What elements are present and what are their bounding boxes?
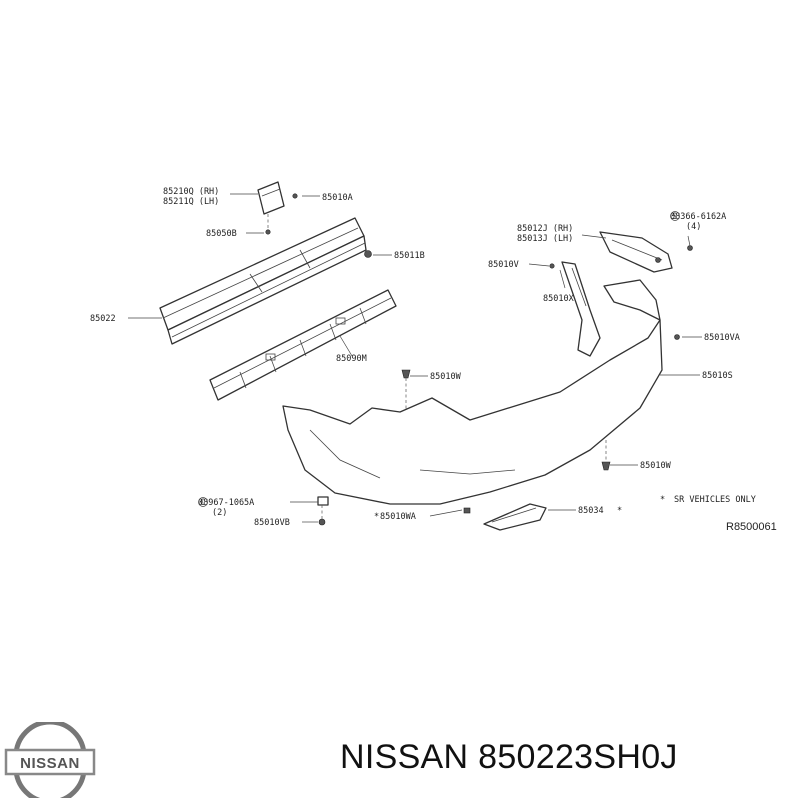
label-08967-qty: (2)	[212, 508, 227, 518]
lower-fasteners	[317, 369, 611, 531]
label-85010w-low: 85010W	[640, 461, 672, 471]
part-number: 850223SH0J	[478, 738, 678, 776]
label-85010wa: 85010WA	[380, 512, 416, 522]
asterisk-note: *	[660, 495, 665, 505]
callout-labels: 85210Q (RH) 85211Q (LH) 85010A 85050B 85…	[90, 187, 756, 528]
label-85010w-top: 85010W	[430, 372, 462, 382]
asterisk-85034: *	[617, 506, 622, 516]
bumper-fascia	[282, 261, 663, 505]
reinforcement-beam	[159, 217, 367, 345]
note-sr-vehicles: SR VEHICLES ONLY	[674, 495, 756, 505]
center-bracket	[257, 181, 372, 258]
make-name: NISSAN	[340, 738, 469, 776]
label-85210q: 85210Q (RH)	[163, 187, 219, 197]
callout-markers: S C * * *	[198, 211, 680, 522]
label-85010va: 85010VA	[704, 333, 740, 343]
svg-text:S: S	[672, 212, 677, 222]
label-85012j: 85012J (RH)	[517, 224, 573, 234]
label-85022: 85022	[90, 314, 116, 324]
label-08366-qty: (4)	[686, 222, 701, 232]
label-85034: 85034	[578, 506, 604, 516]
energy-absorber	[209, 289, 397, 401]
label-85010v: 85010V	[488, 260, 519, 270]
label-85010a: 85010A	[322, 193, 353, 203]
asterisk-85010wa: *	[374, 512, 379, 522]
label-85010vb: 85010VB	[254, 518, 290, 528]
label-08366: 08366-6162A	[670, 212, 726, 222]
label-85211q: 85211Q (LH)	[163, 197, 219, 207]
label-85050b: 85050B	[206, 229, 237, 239]
label-85013j: 85013J (LH)	[517, 234, 573, 244]
reference-code: R8500061	[726, 521, 777, 533]
bolt-marker-s	[670, 211, 680, 221]
nissan-logo-text: NISSAN	[20, 755, 80, 772]
label-85010s: 85010S	[702, 371, 733, 381]
svg-text:C: C	[200, 498, 205, 508]
nissan-logo: NISSAN	[4, 722, 96, 798]
label-08967: 08967-1065A	[198, 498, 254, 508]
leader-lines	[128, 193, 702, 523]
part-title: NISSAN 850223SH0J	[340, 738, 678, 777]
side-bracket	[549, 231, 693, 340]
label-85090m: 85090M	[336, 354, 367, 364]
label-85011b: 85011B	[394, 251, 425, 261]
bolt-marker-c	[198, 497, 208, 507]
label-85010x: 85010X	[543, 294, 575, 304]
